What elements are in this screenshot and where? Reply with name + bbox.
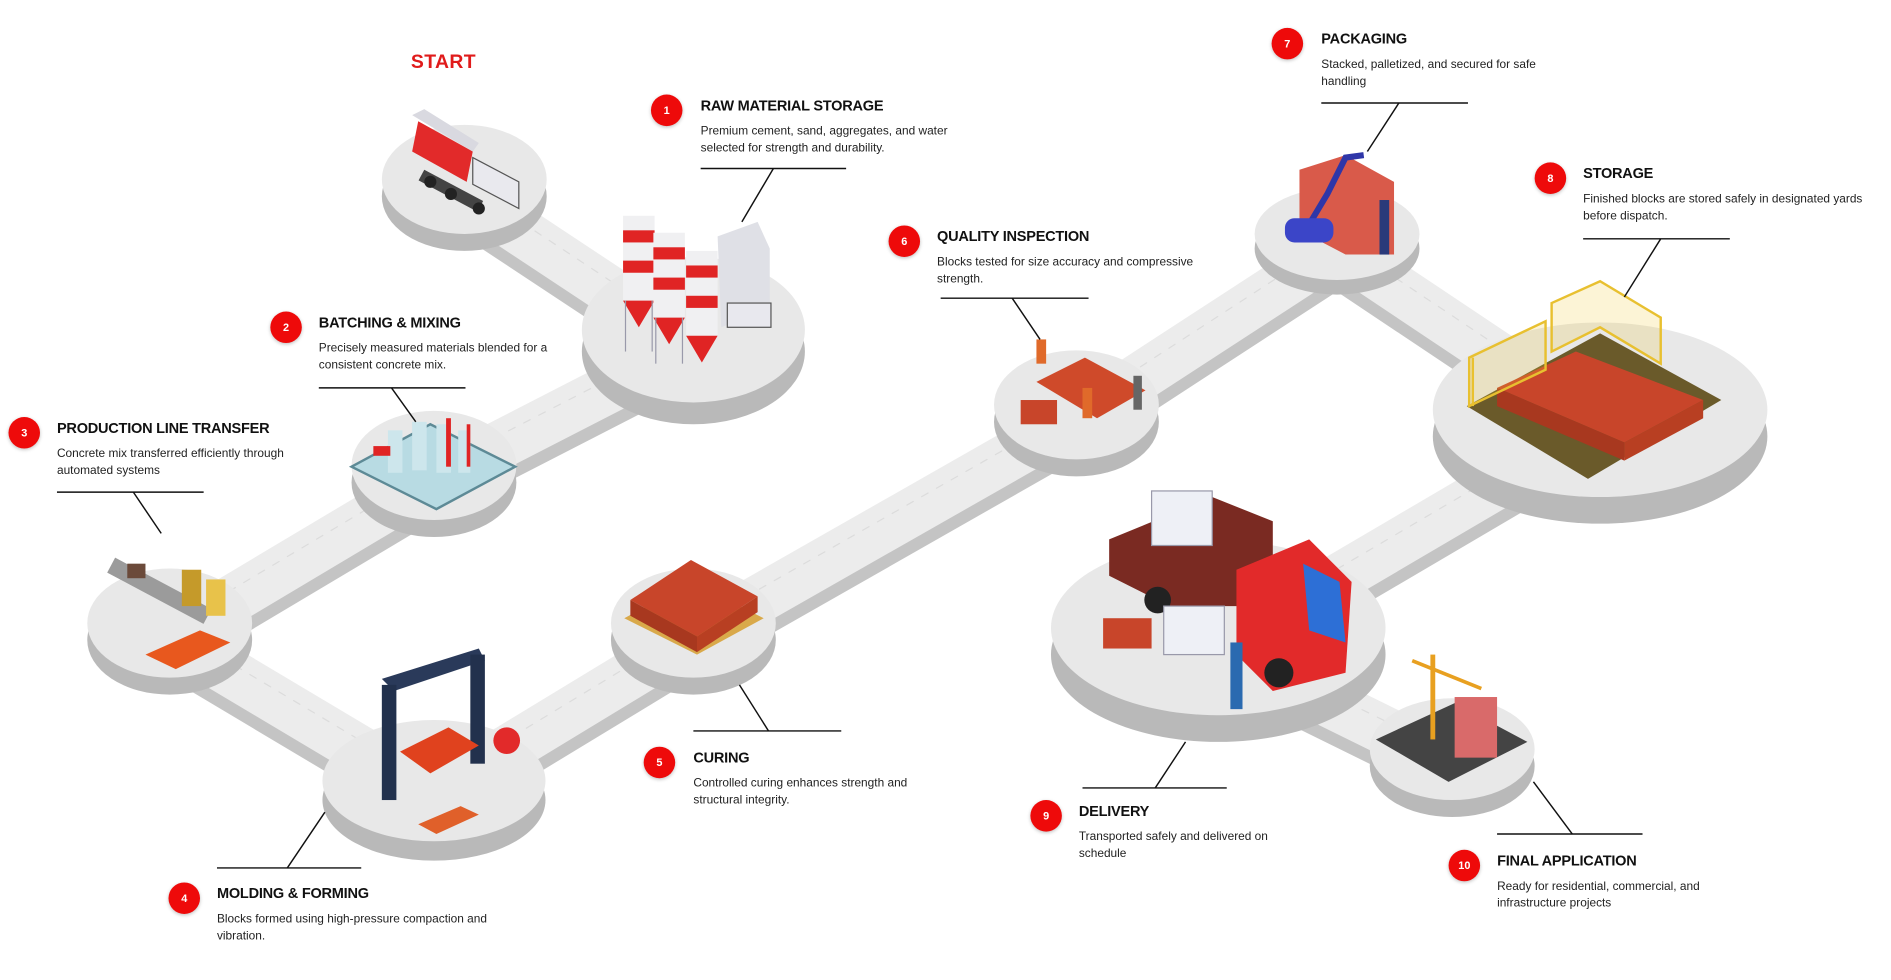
step-title: PRODUCTION LINE TRANSFER <box>56 419 270 437</box>
step-number-badge: 9 <box>1030 800 1062 832</box>
storage-yard-illustration <box>1466 279 1722 479</box>
step-title: FINAL APPLICATION <box>1497 852 1637 870</box>
platform-4 <box>322 720 546 861</box>
step-title: STORAGE <box>1583 164 1654 182</box>
production-line-illustration <box>107 557 231 670</box>
delivery-truck-illustration <box>1103 490 1352 710</box>
step-title: MOLDING & FORMING <box>216 884 369 902</box>
step-description: Stacked, palletized, and secured for saf… <box>1321 58 1536 89</box>
step-description: Transported safely and delivered on sche… <box>1078 830 1268 861</box>
step-title: PACKAGING <box>1321 30 1407 48</box>
step-description: Controlled curing enhances strength and … <box>693 777 908 808</box>
step-title: CURING <box>693 749 750 767</box>
curing-pallet-illustration <box>624 560 764 655</box>
step-description: Blocks tested for size accuracy and comp… <box>937 255 1194 287</box>
step-description: Ready for residential, commercial, and i… <box>1497 880 1700 911</box>
step-number-badge: 1 <box>650 94 683 127</box>
silos-illustration <box>623 215 772 364</box>
batching-plant-illustration <box>348 418 518 511</box>
step-number-badge: 8 <box>1534 162 1567 194</box>
step-description: Concrete mix transferred efficiently thr… <box>56 447 284 478</box>
step-number-badge: 2 <box>270 311 302 344</box>
molding-machine-illustration <box>381 648 521 834</box>
step-title: DELIVERY <box>1078 802 1150 820</box>
step-description: Precisely measured materials blended for… <box>318 341 548 373</box>
step-number-badge: 10 <box>1448 849 1481 882</box>
step-title: BATCHING & MIXING <box>318 313 461 331</box>
step-number-badge: 6 <box>888 225 921 257</box>
quality-inspection-illustration <box>1020 339 1146 425</box>
step-title: RAW MATERIAL STORAGE <box>700 96 884 114</box>
step-title: QUALITY INSPECTION <box>937 227 1090 245</box>
step-description: Premium cement, sand, aggregates, and wa… <box>700 124 948 156</box>
start-label: START <box>410 52 476 73</box>
step-number-badge: 7 <box>1271 27 1304 60</box>
mixer-truck-illustration <box>412 109 520 215</box>
step-number-badge: 5 <box>643 746 676 779</box>
leader-lines <box>56 102 1730 869</box>
step-description: Blocks formed using high-pressure compac… <box>216 912 487 944</box>
step-description: Finished blocks are stored safely in des… <box>1583 192 1863 224</box>
step-number-badge: 4 <box>168 882 201 914</box>
robot-brick-wall-illustration <box>1284 152 1395 255</box>
step-number-badge: 3 <box>8 416 41 449</box>
construction-site-illustration <box>1375 654 1528 782</box>
